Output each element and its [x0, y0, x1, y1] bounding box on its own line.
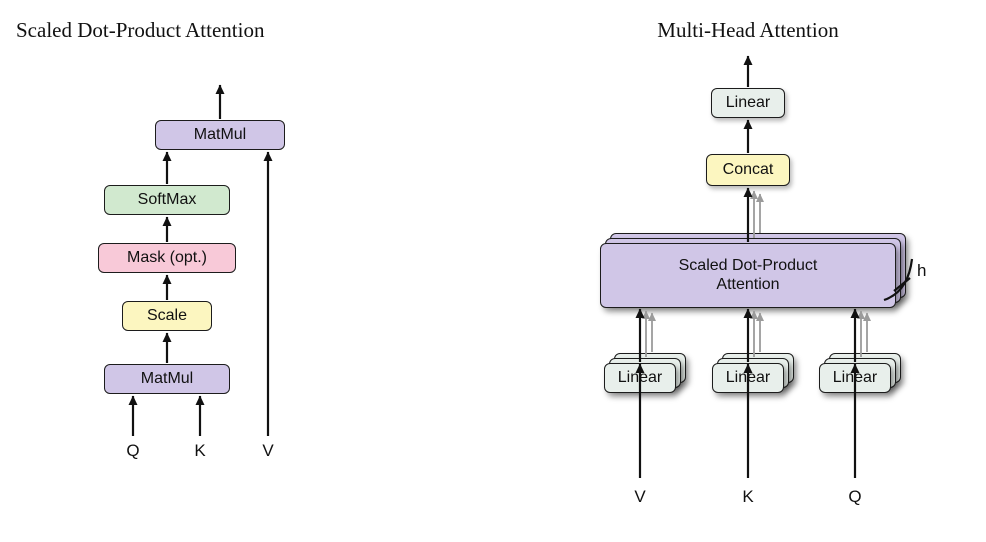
- head-count-label: h: [917, 261, 927, 280]
- softmax-box: SoftMax: [104, 185, 230, 215]
- attention-box: Scaled Dot-Product Attention: [600, 243, 896, 308]
- matmul-top-box: MatMul: [155, 120, 285, 150]
- k-input-label: K: [194, 441, 206, 460]
- v-input-label: V: [262, 441, 274, 460]
- scale-box: Scale: [122, 301, 212, 331]
- q-input-label-right: Q: [848, 487, 862, 506]
- concat-box: Concat: [706, 154, 790, 186]
- attention-stack: Scaled Dot-Product Attention: [600, 233, 906, 308]
- linear-q-box: Linear: [819, 363, 891, 393]
- right-diagram-title: Multi-Head Attention: [657, 18, 839, 42]
- linear-k-stack: Linear: [712, 353, 794, 393]
- v-input-label-right: V: [634, 487, 646, 506]
- q-input-label: Q: [126, 441, 140, 460]
- k-input-label-right: K: [742, 487, 754, 506]
- attention-box-label: Scaled Dot-Product Attention: [678, 257, 818, 293]
- linear-v-box: Linear: [604, 363, 676, 393]
- linear-k-box: Linear: [712, 363, 784, 393]
- left-diagram-title: Scaled Dot-Product Attention: [16, 18, 265, 42]
- linear-v-stack: Linear: [604, 353, 686, 393]
- matmul-bottom-box: MatMul: [104, 364, 230, 394]
- linear-output-box: Linear: [711, 88, 785, 118]
- mask-box: Mask (opt.): [98, 243, 236, 273]
- linear-q-stack: Linear: [819, 353, 901, 393]
